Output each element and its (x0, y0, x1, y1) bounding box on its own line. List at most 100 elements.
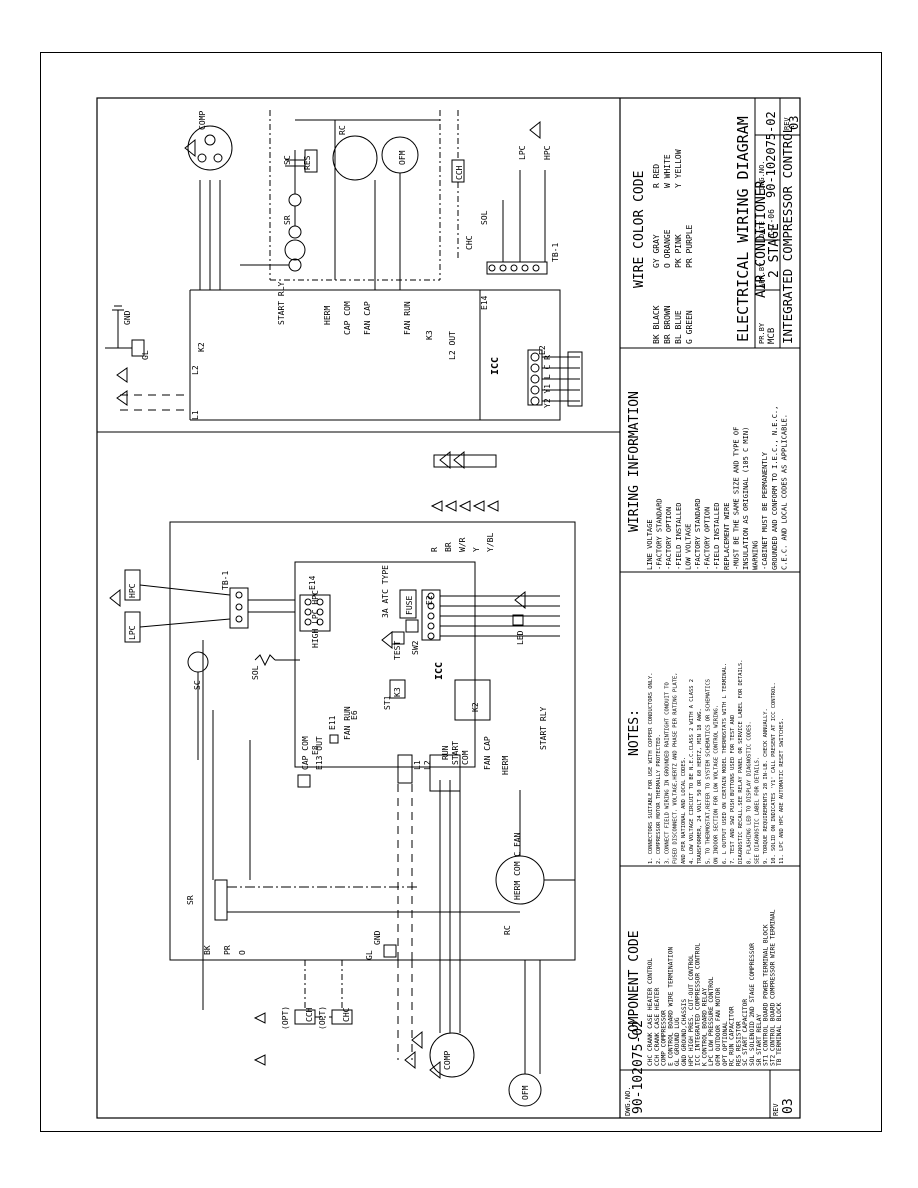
label-sr: SR (283, 215, 292, 225)
svg-text:REV: REV (772, 1103, 780, 1116)
wire-color-entry: G GREEN (685, 310, 694, 344)
svg-text:PR.BY: PR.BY (758, 322, 766, 344)
note-item: 6. L OUTPUT USED ON CERTAIN MODEL THERMO… (722, 663, 728, 864)
label-comp-bottom: COMP (443, 1051, 452, 1070)
label-fan-run-bottom: FAN RUN (343, 706, 352, 740)
note-marker (184, 138, 196, 158)
label-sr-bottom: SR (186, 895, 195, 905)
label-start: START (451, 741, 460, 765)
label-test: TEST (393, 641, 402, 660)
label-run: RUN (441, 745, 450, 760)
label-led: LED (516, 630, 525, 645)
label-tb1-bottom: TB-1 (221, 571, 230, 590)
note-item: 5. TO THERMOSTAT,REFER TO SYSTEM SCHEMAT… (705, 679, 711, 864)
label-herm-com-fan: HERM COM C FAN (513, 832, 522, 900)
sw2-button (405, 619, 419, 633)
component-code-item: LPC LOW PRESSURE CONTROL (708, 976, 715, 1066)
relay-k3 (389, 679, 406, 699)
wire-color-entry: PR PURPLE (685, 224, 694, 268)
st1-terminal (397, 754, 413, 784)
st2-terminal (429, 754, 461, 792)
bottom-drawing-number: 90-102075-02 (631, 1020, 646, 1114)
led-indicator (512, 614, 524, 626)
diagram-subtitle-1: AIR CONDITIONER (754, 180, 769, 298)
component-code-item: GND GROUND,CHASSIS (681, 999, 688, 1066)
component-code: COMPONENT CODE CHC CRANK CASE HEATER CON… (627, 909, 783, 1066)
wiring-info-item: C.E.C. AND LOCAL CODES AS APPLICABLE. (780, 414, 788, 570)
label-gnd-bottom: GND (373, 930, 382, 945)
notes-lines: 1. CONNECTORS SUITABLE FOR USE WITH COPP… (648, 660, 785, 864)
title-block-info: PR.BY MCB APP.BY DATE 3-7-06 DWG.NO. 90-… (758, 111, 801, 344)
label-fuse: FUSE (405, 596, 414, 615)
res-symbol (304, 149, 318, 173)
notes-title: NOTES: (627, 709, 642, 756)
wire-color-tag: Y/BL (486, 533, 495, 552)
wiring-info-item: -FACTORY OPTION (704, 507, 712, 570)
label-lpc: LPC (518, 145, 527, 160)
label-icc: ICC (490, 357, 501, 375)
wire-color-tag: BR (444, 542, 453, 552)
component-code-item: SOL SOLENOID 2ND STAGE COMPRESSOR (749, 943, 756, 1066)
icc-box (479, 289, 561, 421)
label-gl: GL (141, 350, 150, 360)
label-sol-bottom: SOL (251, 665, 260, 680)
label-st1: ST1 (383, 695, 392, 710)
note-item: SEE DIAGNOSTIC LABEL FOR DETAILS. (755, 757, 761, 864)
label-cch: CCH (455, 165, 464, 180)
diagram-title: ELECTRICAL WIRING DIAGRAM (734, 116, 752, 342)
wire-color-entry: R RED (652, 164, 661, 188)
label-chc: CHC (465, 235, 474, 250)
label-ofm: OFM (398, 150, 407, 165)
label-fan-run: FAN RUN (403, 301, 412, 335)
ground-lug-bottom (383, 944, 397, 958)
component-code-item: OPT OPTIONAL (722, 1021, 729, 1066)
sr-coil (284, 239, 306, 261)
revision: 03 (787, 116, 801, 130)
wiring-info-item: REPLACEMENT WIRE (723, 503, 731, 570)
label-rc: RC (338, 125, 347, 135)
label-chc-bottom: CHC (342, 1007, 351, 1022)
wiring-info-item: LINE VOLTAGE (646, 519, 654, 570)
wire-color-title: WIRE COLOR CODE (632, 171, 647, 288)
wire-color-tag: Y (472, 547, 481, 552)
label-high-lpc-hpc: HIGH LPC HPC (311, 590, 320, 648)
sr-terminal-2 (288, 225, 302, 239)
relay-k2 (454, 679, 491, 721)
label-cap-com: CAP COM (343, 301, 352, 335)
wire-color-tag: R (430, 547, 439, 552)
wiring-info-title: WIRING INFORMATION (627, 391, 642, 532)
label-cch-bottom: CCH (305, 1007, 314, 1022)
note-item: 11. LPC AND HPC ARE AUTOMATIC RESET SWIT… (779, 718, 785, 864)
label-atc: 3A ATC TYPE (381, 565, 390, 618)
component-code-item: E CONTROL BOARD WIRE TERMINATION (667, 947, 674, 1066)
svg-text:MCB: MCB (767, 328, 777, 344)
diagram-subtitle-2: 2 STAGE (767, 223, 782, 278)
svg-text:APP.BY: APP.BY (758, 262, 766, 288)
note-item: 4. LOW VOLTAGE CIRCUIT TO BE N.E.C.CLASS… (689, 679, 695, 864)
note-item: 2. COMPRESSOR MOTOR THERMALLY PROTECTED. (656, 734, 662, 864)
label-e13: E13 OUT (315, 736, 324, 770)
label-tb1: TB-1 (551, 243, 560, 262)
label-l2-bottom: L2 (423, 760, 432, 770)
label-cap-com-bottom: CAP COM (301, 736, 310, 770)
icc-board (294, 561, 476, 768)
diagram-subtitle-3: INTEGRATED COMPRESSOR CONTROL (780, 126, 795, 344)
note-item: FUSED DISCONNECT. VOLTAGE,HERTZ AND PHAS… (673, 673, 679, 864)
label-k3-bottom: K3 (393, 687, 402, 697)
label-com: COM (461, 750, 470, 765)
component-code-item: SR START RELAY (756, 1014, 763, 1066)
wire-color-entry: Y YELLOW (674, 149, 683, 188)
svg-text:DATE: DATE (758, 221, 766, 238)
label-e2-bottom: E2 (425, 595, 434, 605)
label-k2-bottom: K2 (471, 702, 480, 712)
notes: NOTES: 1. CONNECTORS SUITABLE FOR USE WI… (627, 660, 785, 864)
label-opt-chc: (OPT) (318, 1006, 327, 1030)
label-rc-bottom: RC (503, 925, 512, 935)
e2-terminals (421, 589, 441, 641)
label-l2-out: L2 OUT (448, 331, 457, 360)
note-item: 9. TORQUE REQUIREMENTS 28 IN-LB. CHECK A… (763, 708, 769, 864)
label-comp: COMP (198, 111, 207, 130)
svg-text:3-7-06: 3-7-06 (767, 209, 776, 238)
